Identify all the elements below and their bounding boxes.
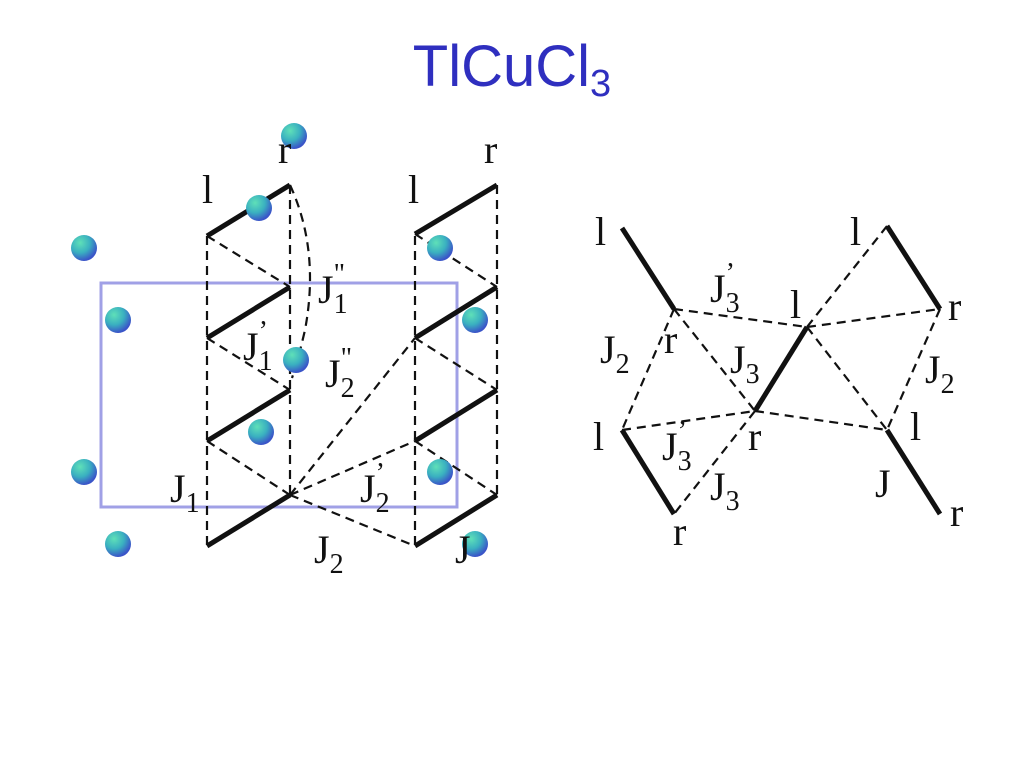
atom — [105, 531, 131, 557]
label-J3p-bottom: J3’ — [662, 416, 692, 477]
atom — [246, 195, 272, 221]
right-bond — [884, 224, 943, 311]
atom — [462, 531, 488, 557]
label-J1pp: J1" — [318, 259, 348, 320]
ladder2-bond — [413, 182, 499, 237]
atom — [283, 347, 309, 373]
label-l-left: l — [593, 414, 604, 459]
right-dashed-bond — [621, 409, 756, 432]
atom — [105, 307, 131, 333]
ladder1-bond — [205, 492, 292, 549]
label-r-right: r — [948, 284, 961, 329]
ladder2-bond — [413, 492, 499, 549]
atom — [462, 307, 488, 333]
ladder2-zigzag — [414, 440, 498, 496]
interladder-bond — [289, 337, 416, 496]
right-dashed-bond — [673, 410, 756, 515]
label-J1p: J1’ — [243, 316, 273, 377]
label-top-l1: l — [202, 167, 213, 212]
unit-cell-rect — [99, 281, 459, 509]
right-dashed-bond — [754, 409, 888, 432]
label-J2: J2 — [314, 527, 344, 580]
right-dashed-bond — [673, 307, 808, 329]
right-dashed-bond — [620, 308, 676, 431]
page-title: TlCuCl3 — [412, 34, 612, 105]
ladder2-bond — [413, 387, 499, 444]
right-bond — [619, 428, 677, 516]
label-J3-bottom: J3 — [710, 464, 740, 517]
label-J2-left: J2 — [600, 327, 630, 380]
atom — [281, 123, 307, 149]
ladder1-zigzag — [206, 440, 291, 496]
label-l-topleft: l — [595, 209, 606, 254]
right-dashed-bond — [806, 307, 941, 329]
label-r-bottomright: r — [950, 490, 963, 535]
label-l-topright: l — [850, 209, 861, 254]
ladder1-bond — [205, 387, 292, 444]
label-J-right: J — [875, 461, 891, 506]
label-r-left: r — [664, 317, 677, 362]
ladder1-zigzag — [206, 337, 291, 391]
right-bond — [884, 428, 943, 516]
interladder-bond — [289, 493, 416, 548]
atom — [427, 459, 453, 485]
label-J2p: J2’ — [360, 458, 390, 519]
right-bond — [619, 226, 677, 311]
label-r-bottom: r — [673, 509, 686, 554]
label-r-center: r — [748, 414, 761, 459]
label-J2pp: J2" — [325, 343, 355, 404]
right-dashed-bond — [806, 326, 888, 431]
ladder1-zigzag — [206, 235, 291, 288]
label-J2-right: J2 — [925, 347, 955, 400]
right-dashed-bond — [673, 308, 756, 412]
right-dashed-bond — [806, 225, 888, 328]
right-structure: l l J3’ l r J2 r J3 J2 l J3’ r l J3 J r … — [593, 209, 963, 554]
label-l-center: l — [790, 282, 801, 327]
ladder2-zigzag — [414, 233, 498, 288]
label-J1: J1 — [170, 466, 200, 519]
atom — [427, 235, 453, 261]
ladder2-bond — [413, 284, 499, 341]
label-l-right: l — [910, 404, 921, 449]
left-structure: r r l l J1" J1’ J2" J1 J2’ J2 J — [71, 123, 499, 580]
ladder1-bond — [205, 284, 292, 341]
right-dashed-bond — [885, 308, 942, 431]
label-J-bottom: J — [455, 527, 471, 572]
ladder2-zigzag — [414, 337, 498, 391]
right-bond — [752, 325, 810, 413]
atom — [71, 235, 97, 261]
label-J3p-top: J3’ — [710, 258, 740, 319]
label-top-r2: r — [484, 127, 497, 172]
atom — [248, 419, 274, 445]
label-top-l2: l — [408, 167, 419, 212]
label-J3-top: J3 — [730, 337, 760, 390]
label-top-r1: r — [278, 127, 291, 172]
atom — [71, 459, 97, 485]
interladder-bond — [289, 439, 416, 497]
